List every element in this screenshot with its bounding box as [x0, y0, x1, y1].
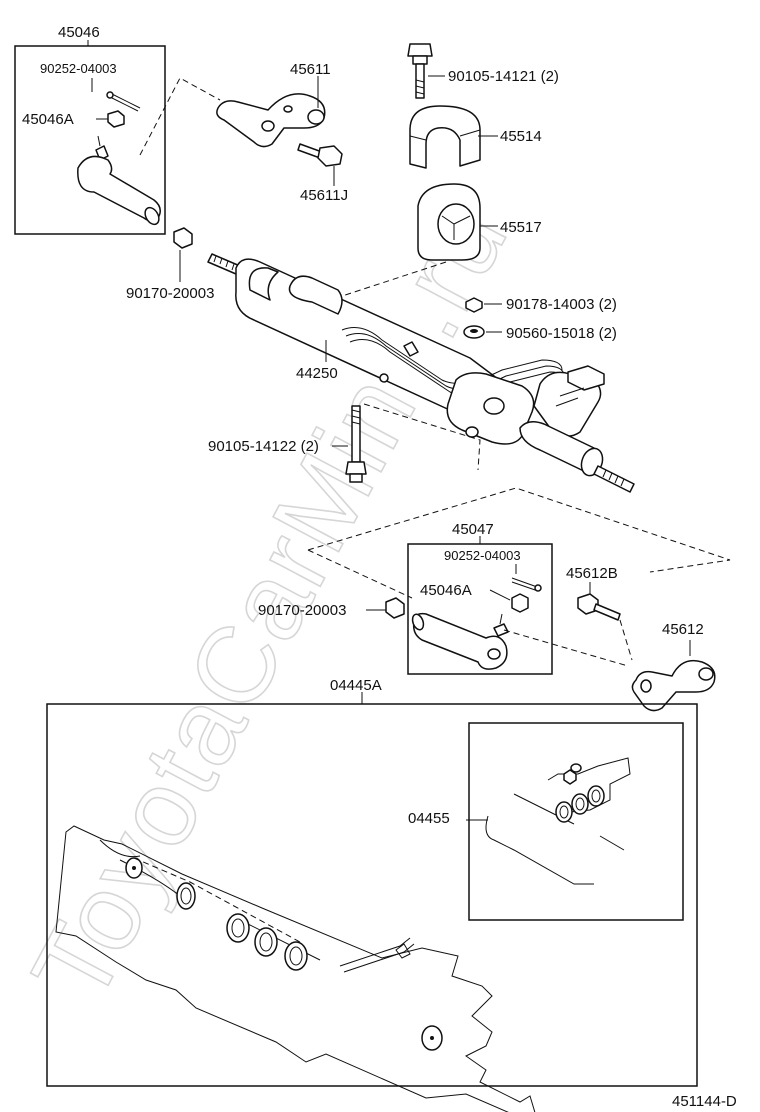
gasket-kit-04445A: 04445A 04455	[46, 677, 698, 1112]
label-45612B[interactable]: 45612B	[566, 565, 618, 582]
kit-04455-frame	[468, 722, 684, 921]
bolt-45611J: 45611J	[297, 143, 348, 204]
rack-left-thread	[207, 253, 241, 275]
kit-04445A-frame	[46, 703, 698, 1087]
diagram-code: 451144-D	[672, 1093, 737, 1110]
label-90105-14121[interactable]: 90105-14121 (2)	[448, 68, 559, 85]
washer-90560-15018: 90560-15018 (2)	[463, 325, 617, 342]
label-45514[interactable]: 45514	[500, 128, 542, 145]
label-04455[interactable]: 04455	[408, 810, 450, 827]
steering-rack-44250: 44250	[207, 253, 635, 493]
grommet-45517: 45517	[417, 183, 542, 261]
tie-rod-end-left	[77, 135, 161, 226]
label-44250[interactable]: 44250	[296, 365, 338, 382]
label-45517[interactable]: 45517	[500, 219, 542, 236]
bolt-90105-14122: 90105-14122 (2)	[208, 405, 367, 483]
nut-90178-14003: 90178-14003 (2)	[465, 296, 617, 313]
label-45046A-top[interactable]: 45046A	[22, 111, 74, 128]
cotter-pin-top	[106, 91, 141, 112]
bolt-90105-14121: 90105-14121 (2)	[407, 43, 559, 99]
cotter-pin-bottom	[511, 577, 542, 592]
bolt-45612B: 45612B	[566, 565, 621, 621]
label-45612[interactable]: 45612	[662, 621, 704, 638]
nut-90170-top: 90170-20003	[126, 227, 214, 302]
knuckle-arm-45611: 45611	[216, 61, 331, 148]
knuckle-arm-45612: 45612	[631, 621, 716, 712]
tie-rod-end-kit-45046: 45046 90252-04003 45046A	[14, 24, 166, 235]
label-90252-04003-bottom[interactable]: 90252-04003	[444, 548, 521, 563]
gasket-kit-04455: 04455	[408, 722, 684, 921]
seal-parts-04445A	[125, 857, 443, 1051]
bracket-45514: 45514	[409, 105, 542, 169]
nut-90170-bottom: 90170-20003	[258, 597, 405, 619]
label-90560-15018[interactable]: 90560-15018 (2)	[506, 325, 617, 342]
tie-rod-end-right	[411, 612, 509, 670]
label-90178-14003[interactable]: 90178-14003 (2)	[506, 296, 617, 313]
label-45611J[interactable]: 45611J	[300, 187, 348, 204]
label-45046[interactable]: 45046	[58, 24, 100, 41]
label-04445A[interactable]: 04445A	[330, 677, 382, 694]
label-90252-04003-top[interactable]: 90252-04003	[40, 61, 117, 76]
label-90170-20003-bottom[interactable]: 90170-20003	[258, 602, 346, 619]
kit-45046-frame	[14, 45, 166, 235]
label-45047[interactable]: 45047	[452, 521, 494, 538]
castle-nut-top	[107, 110, 125, 128]
label-90105-14122[interactable]: 90105-14122 (2)	[208, 438, 319, 455]
castle-nut-bottom	[511, 593, 529, 613]
label-90170-20003-top[interactable]: 90170-20003	[126, 285, 214, 302]
tie-rod-end-kit-45047: 45047 90252-04003 45046A	[407, 521, 553, 675]
label-45046A-bottom[interactable]: 45046A	[420, 582, 472, 599]
label-45611[interactable]: 45611	[290, 61, 331, 78]
